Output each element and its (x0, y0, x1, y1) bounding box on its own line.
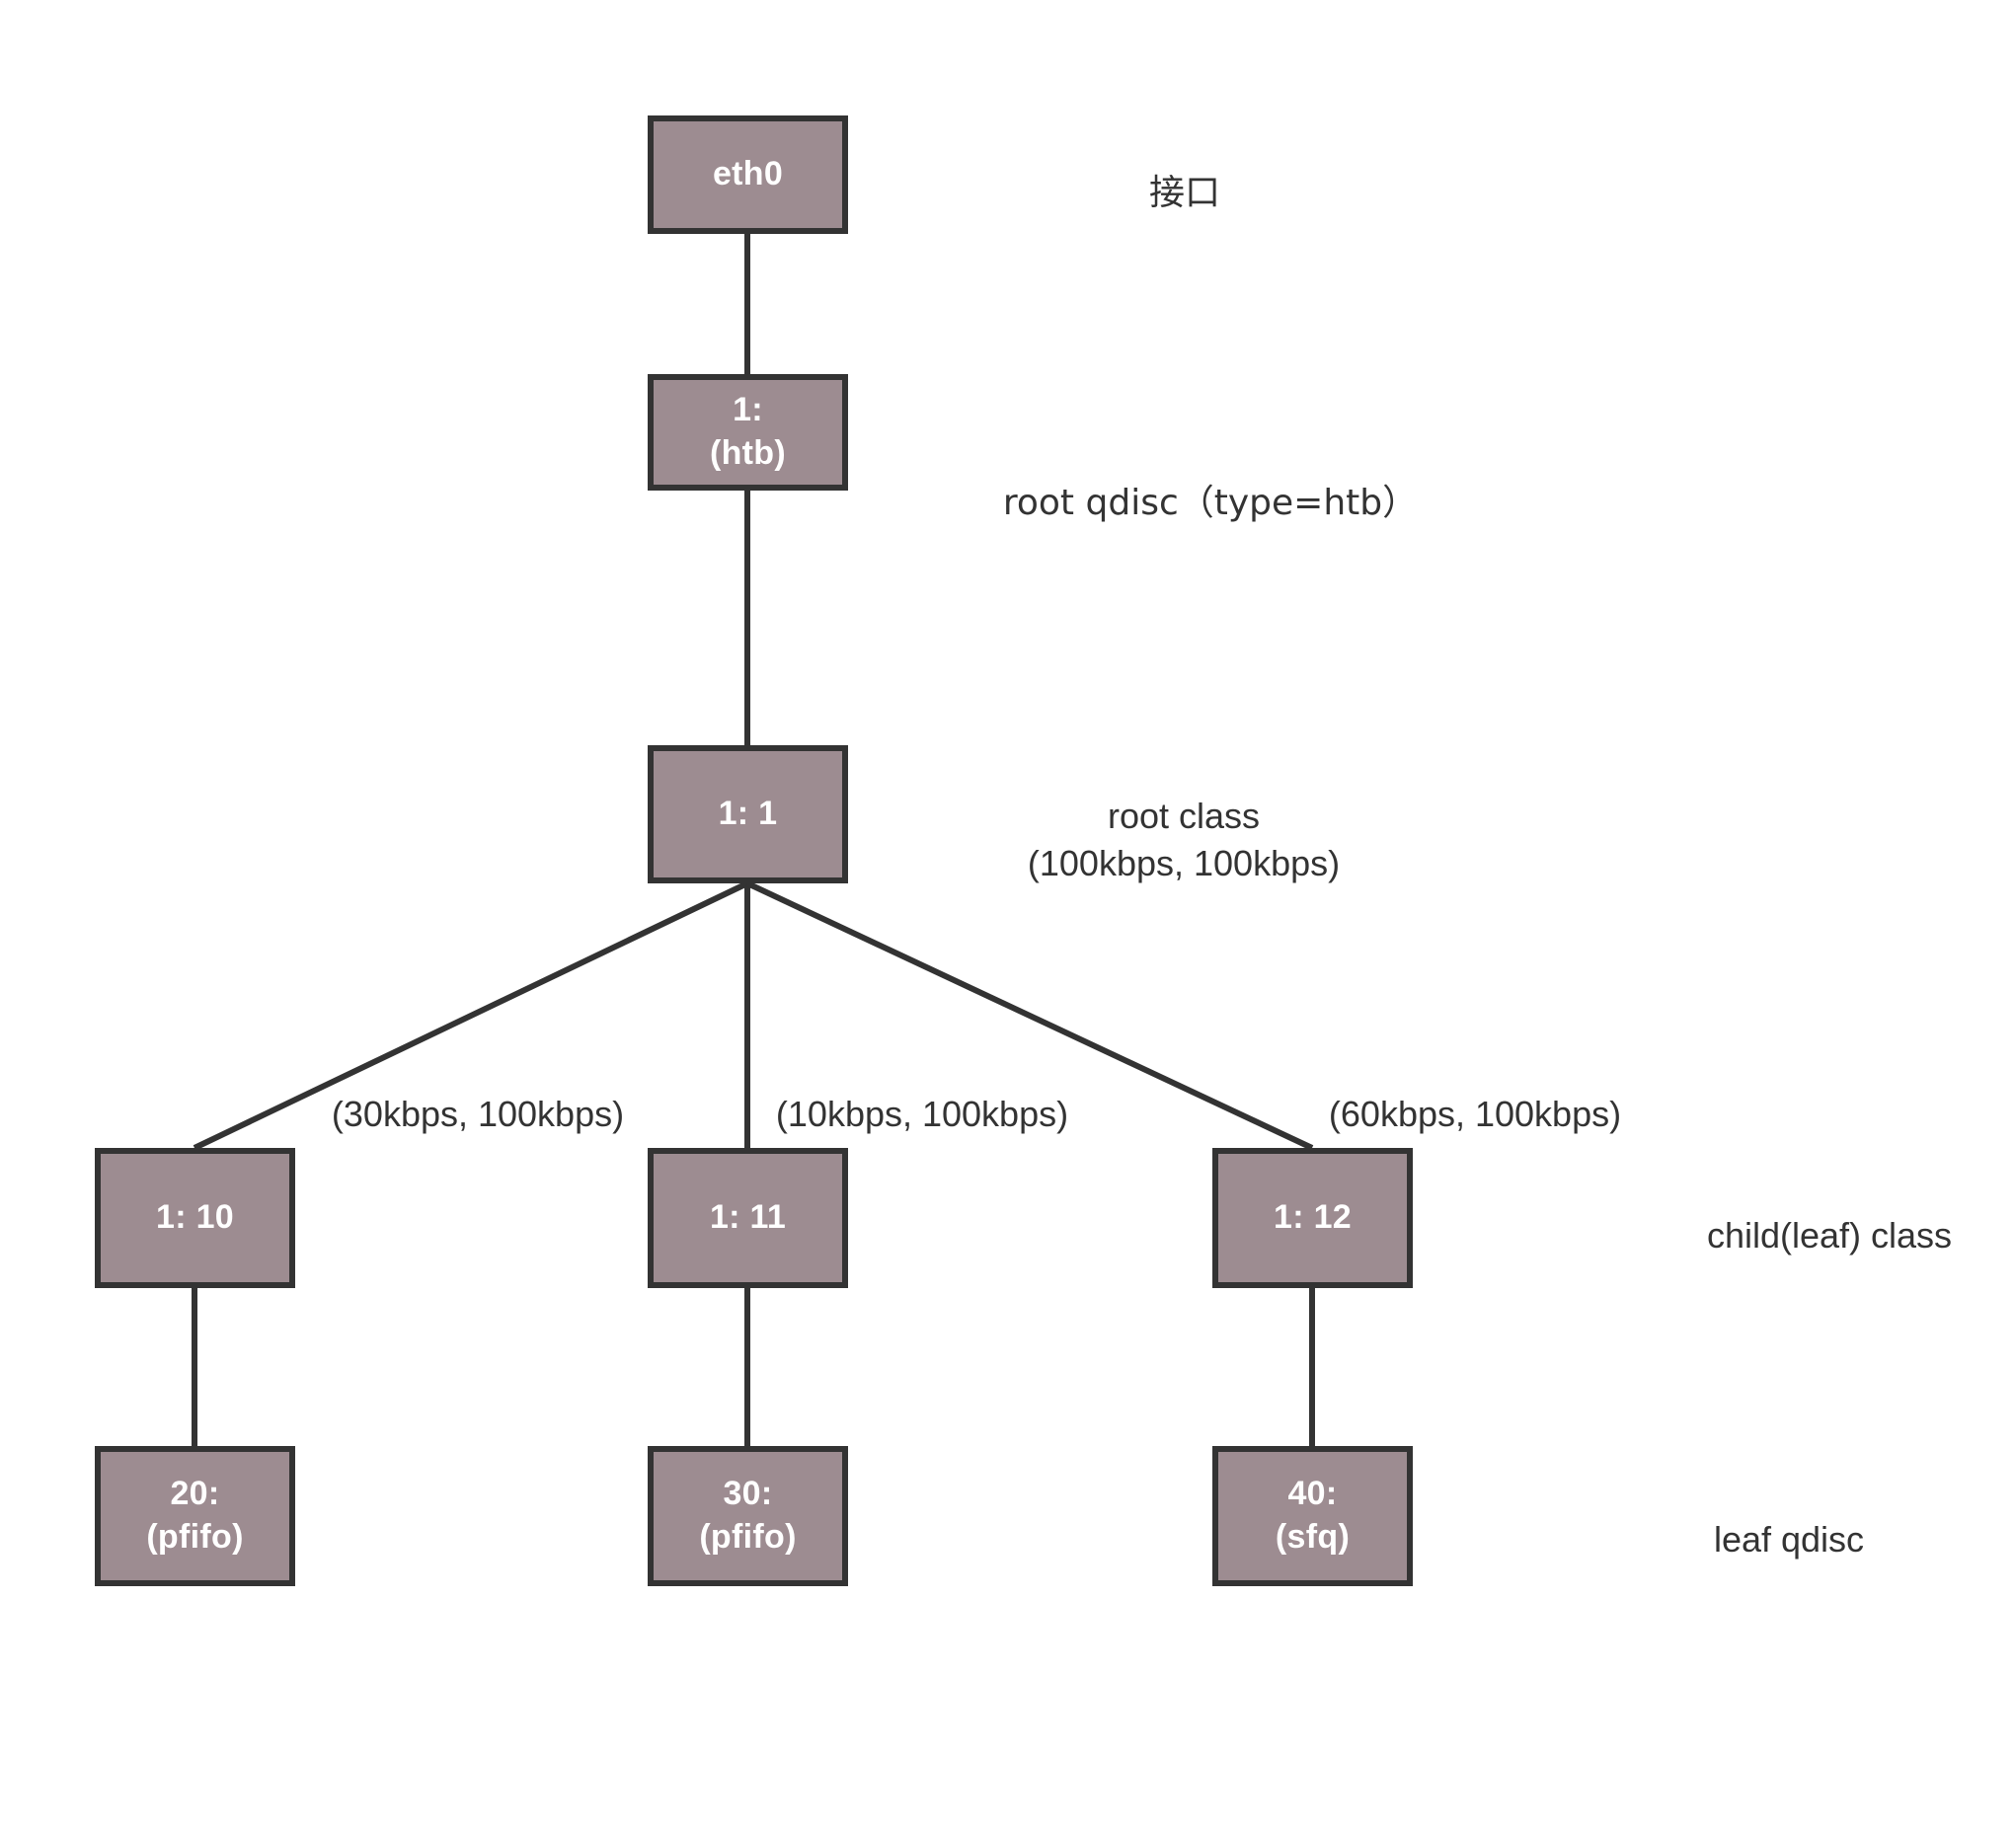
node-label-primary: 1: 12 (1274, 1198, 1352, 1237)
node-label-primary: 1: 11 (709, 1198, 787, 1237)
edge-root-class-to-1-10 (193, 880, 749, 1151)
side-label-leaf-qdisc: leaf qdisc (1714, 1516, 1864, 1563)
node-root-qdisc[interactable]: 1: (htb) (648, 374, 848, 491)
side-label-line-2: (100kbps, 100kbps) (1027, 842, 1341, 883)
node-root-class[interactable]: 1: 1 (648, 745, 848, 883)
node-leaf-20[interactable]: 20: (pfifo) (95, 1446, 295, 1586)
edge-label-rate-1-12: (60kbps, 100kbps) (1328, 1094, 1622, 1134)
node-label-secondary: (sfq) (1275, 1518, 1351, 1556)
node-label-primary: 20: (170, 1475, 220, 1513)
node-label-primary: 40: (1287, 1475, 1338, 1513)
node-label-secondary: (pfifo) (146, 1518, 244, 1556)
side-label-line-1: root class (1107, 796, 1261, 836)
side-label-line-1: child(leaf) class (1706, 1215, 1953, 1256)
edge-label-rate-1-11: (10kbps, 100kbps) (775, 1094, 1069, 1134)
node-label-primary: 1: 10 (156, 1198, 234, 1237)
node-class-1-11[interactable]: 1: 11 (648, 1148, 848, 1288)
node-label-primary: 1: 1 (718, 795, 778, 833)
node-label-primary: 1: (733, 391, 763, 429)
node-label-secondary: (htb) (709, 434, 786, 472)
node-eth0[interactable]: eth0 (648, 115, 848, 234)
side-label-root-class: root class (100kbps, 100kbps) (1028, 793, 1340, 886)
side-label-line-1: root qdisc（type=htb） (1002, 483, 1419, 523)
node-class-1-12[interactable]: 1: 12 (1212, 1148, 1413, 1288)
node-label-secondary: (pfifo) (699, 1518, 797, 1556)
node-class-1-10[interactable]: 1: 10 (95, 1148, 295, 1288)
edge-root-class-to-1-12 (745, 880, 1314, 1151)
node-label-primary: eth0 (712, 155, 784, 193)
edge-label-rate-1-10: (30kbps, 100kbps) (331, 1094, 625, 1134)
side-label-root-qdisc: root qdisc（type=htb） (1003, 480, 1418, 527)
side-label-interface: 接口 (1149, 170, 1220, 217)
side-label-line-1: 接口 (1148, 173, 1221, 213)
side-label-child-leaf-class: child(leaf) class (1707, 1212, 1952, 1259)
node-leaf-30[interactable]: 30: (pfifo) (648, 1446, 848, 1586)
node-leaf-40[interactable]: 40: (sfq) (1212, 1446, 1413, 1586)
node-label-primary: 30: (723, 1475, 773, 1513)
side-label-line-1: leaf qdisc (1713, 1519, 1865, 1560)
